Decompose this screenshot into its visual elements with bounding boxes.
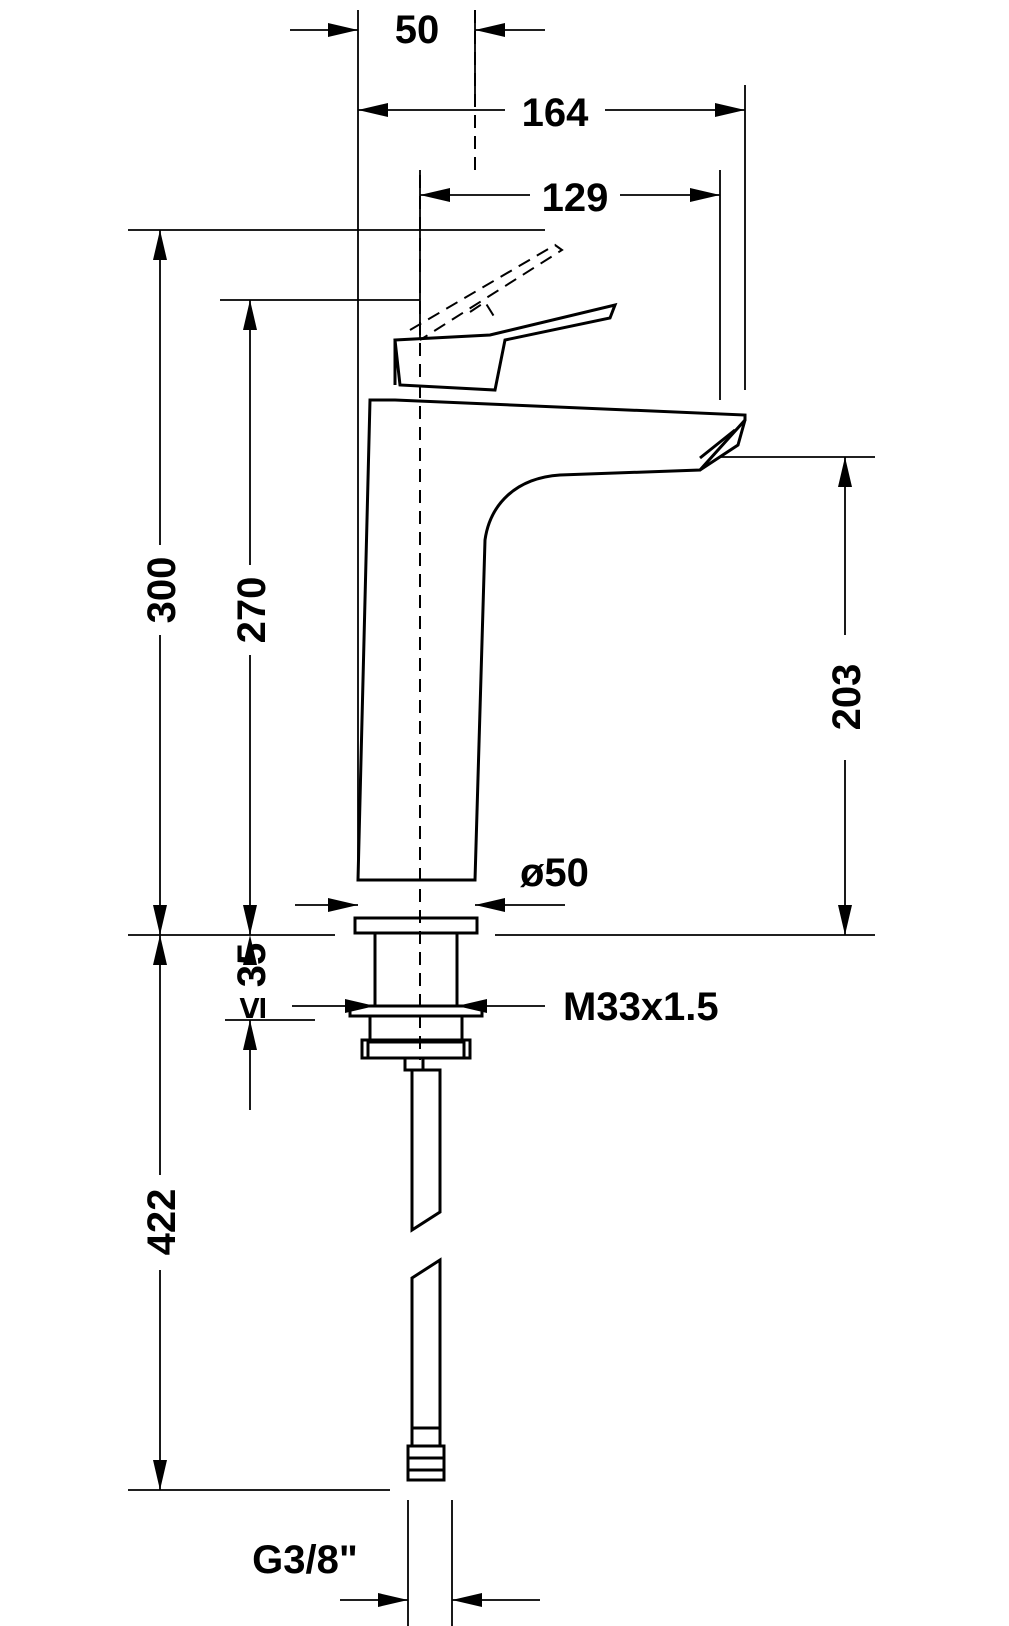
dimension-label-g38: G3/8" bbox=[252, 1538, 358, 1582]
lever-handle bbox=[393, 302, 618, 392]
dimension-label-203: 203 bbox=[825, 664, 869, 731]
dimension-label-270: 270 bbox=[230, 577, 274, 644]
lever-handle-open-position bbox=[409, 243, 564, 341]
dimension-label-50: 50 bbox=[395, 8, 440, 52]
dimension-thread-lines bbox=[292, 999, 545, 1013]
dimension-label-422: 422 bbox=[140, 1189, 184, 1256]
dimension-label-diameter: ø50 bbox=[520, 851, 589, 895]
supply-hose bbox=[406, 1068, 446, 1482]
dimension-label-164: 164 bbox=[522, 91, 589, 135]
dimension-35-lines bbox=[243, 935, 257, 1110]
dimension-300-lines bbox=[153, 230, 167, 935]
dimension-270-lines bbox=[243, 300, 257, 935]
dimension-50-lines bbox=[290, 23, 545, 37]
dimension-label-thread: M33x1.5 bbox=[563, 985, 719, 1029]
dimension-422-lines bbox=[153, 935, 167, 1490]
dimension-164-lines bbox=[358, 103, 745, 117]
faucet-body bbox=[356, 398, 747, 882]
centerline bbox=[419, 10, 476, 1060]
dimension-g38-lines bbox=[340, 1593, 540, 1607]
dimension-label-129: 129 bbox=[542, 176, 609, 220]
dimension-label-300: 300 bbox=[140, 557, 184, 624]
dimension-129-lines bbox=[420, 188, 720, 202]
extension-lines bbox=[128, 10, 875, 1626]
dimension-label-35: 35 bbox=[230, 943, 274, 988]
dimension-label-max-symbol: ≤ bbox=[230, 997, 274, 1019]
dimension-203-lines bbox=[838, 457, 852, 935]
dimension-diameter-lines bbox=[295, 898, 565, 912]
mounting-assembly bbox=[348, 916, 484, 1072]
